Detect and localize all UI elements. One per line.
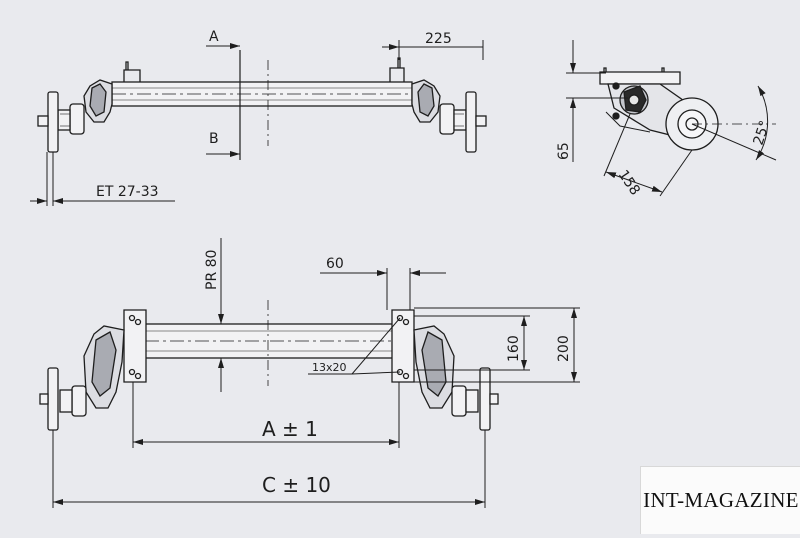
top-view-centerline: [206, 43, 269, 160]
dimension-65-label: 65: [556, 142, 572, 160]
watermark: INT-MAGAZINE: [640, 466, 800, 534]
bolt-callout: [308, 317, 401, 375]
dimension-60-label: 60: [326, 256, 344, 272]
dimension-200-label: 200: [556, 335, 572, 362]
dimension-et-label: ET 27-33: [96, 184, 159, 200]
angle-25-label: 25°: [751, 119, 774, 148]
dimension-a-label: A ± 1: [262, 417, 318, 441]
dimension-225: [382, 40, 484, 60]
dimension-et: [30, 152, 175, 206]
top-view-axle: [37, 57, 487, 153]
side-view-dimensions: [566, 40, 777, 197]
section-label-a: A: [209, 29, 219, 45]
dimension-225-label: 225: [425, 31, 452, 47]
dimension-plate-height: [414, 307, 580, 383]
dimension-60: [320, 268, 446, 310]
front-view-axle: [39, 309, 499, 431]
dimension-c: [52, 430, 486, 508]
bolt-callout-label: 13x20: [312, 361, 347, 374]
dimension-160-label: 160: [506, 335, 522, 362]
dimension-158-label: 158: [615, 167, 643, 198]
dimension-a: [132, 382, 400, 448]
dimension-c-label: C ± 10: [262, 473, 331, 497]
dimension-pr80-label: PR 80: [204, 250, 220, 290]
dimension-pr80: [214, 238, 269, 392]
side-view-axle: [599, 67, 719, 151]
section-label-b: B: [209, 131, 219, 147]
